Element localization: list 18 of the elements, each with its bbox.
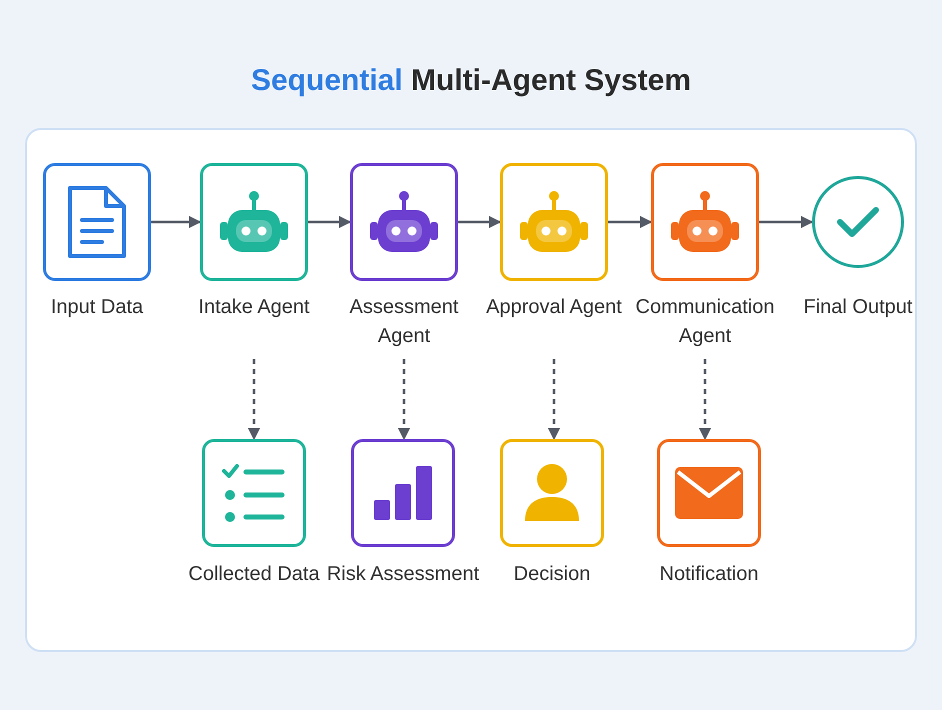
node-label: Notification [658, 562, 760, 587]
node-label: Communication Agent [634, 295, 776, 349]
arrow [759, 216, 814, 228]
dashed-arrow [398, 359, 410, 440]
arrow [608, 216, 652, 228]
dashed-arrow [698, 359, 712, 440]
node-label: Input Data [50, 295, 144, 320]
node-label: Assessment Agent [348, 295, 460, 349]
dashed-arrow [248, 359, 260, 440]
arrow [458, 216, 502, 228]
node-label: Approval Agent [485, 295, 623, 320]
node-label: Final Output [802, 295, 914, 320]
dashed-arrow [548, 359, 560, 440]
title: Sequential Multi-Agent System [250, 63, 692, 99]
node-label: Intake Agent [197, 295, 311, 320]
arrow [308, 216, 352, 228]
arrow [151, 216, 202, 228]
node-label: Risk Assessment [326, 562, 480, 587]
